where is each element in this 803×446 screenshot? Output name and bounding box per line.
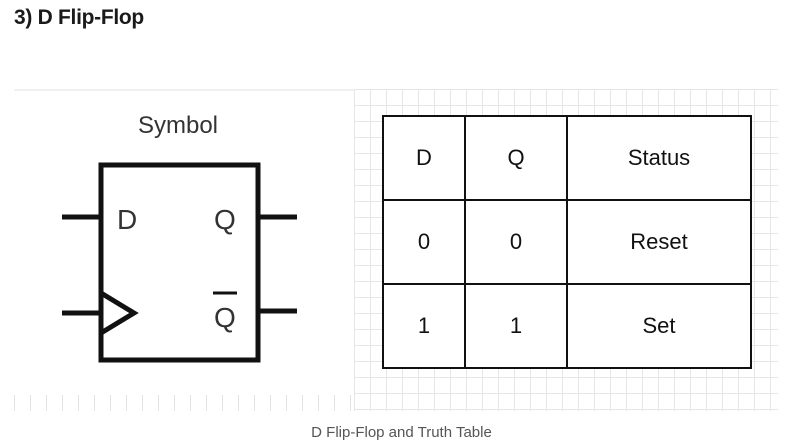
truth-table-header-row: D Q Status [382, 115, 752, 201]
flip-flop-box [98, 162, 261, 363]
d-label: D [117, 204, 137, 235]
symbol-title: Symbol [138, 112, 218, 139]
q-bar-label: Q [214, 302, 236, 333]
figure: Symbol D Q Q D Q Status 0 0 Reset 1 1 Se… [14, 89, 778, 411]
truth-table-row: 0 0 Reset [382, 199, 752, 285]
header-status: Status [566, 115, 752, 201]
flip-flop-symbol: Symbol D Q Q [62, 112, 297, 363]
truth-table: D Q Status 0 0 Reset 1 1 Set [382, 115, 752, 369]
header-q: Q [464, 115, 568, 201]
cell-q: 1 [464, 283, 568, 369]
cell-d: 1 [382, 283, 466, 369]
clock-triangle-icon [99, 290, 139, 336]
figure-caption: D Flip-Flop and Truth Table [311, 424, 492, 441]
header-d: D [382, 115, 466, 201]
q-label: Q [214, 204, 236, 235]
cell-q: 0 [464, 199, 568, 285]
cell-d: 0 [382, 199, 466, 285]
section-heading: 3) D Flip-Flop [14, 6, 144, 29]
cell-status: Reset [566, 199, 752, 285]
cell-status: Set [566, 283, 752, 369]
ruler-top [14, 89, 354, 91]
ruler-bottom [14, 395, 354, 411]
truth-table-row: 1 1 Set [382, 283, 752, 369]
